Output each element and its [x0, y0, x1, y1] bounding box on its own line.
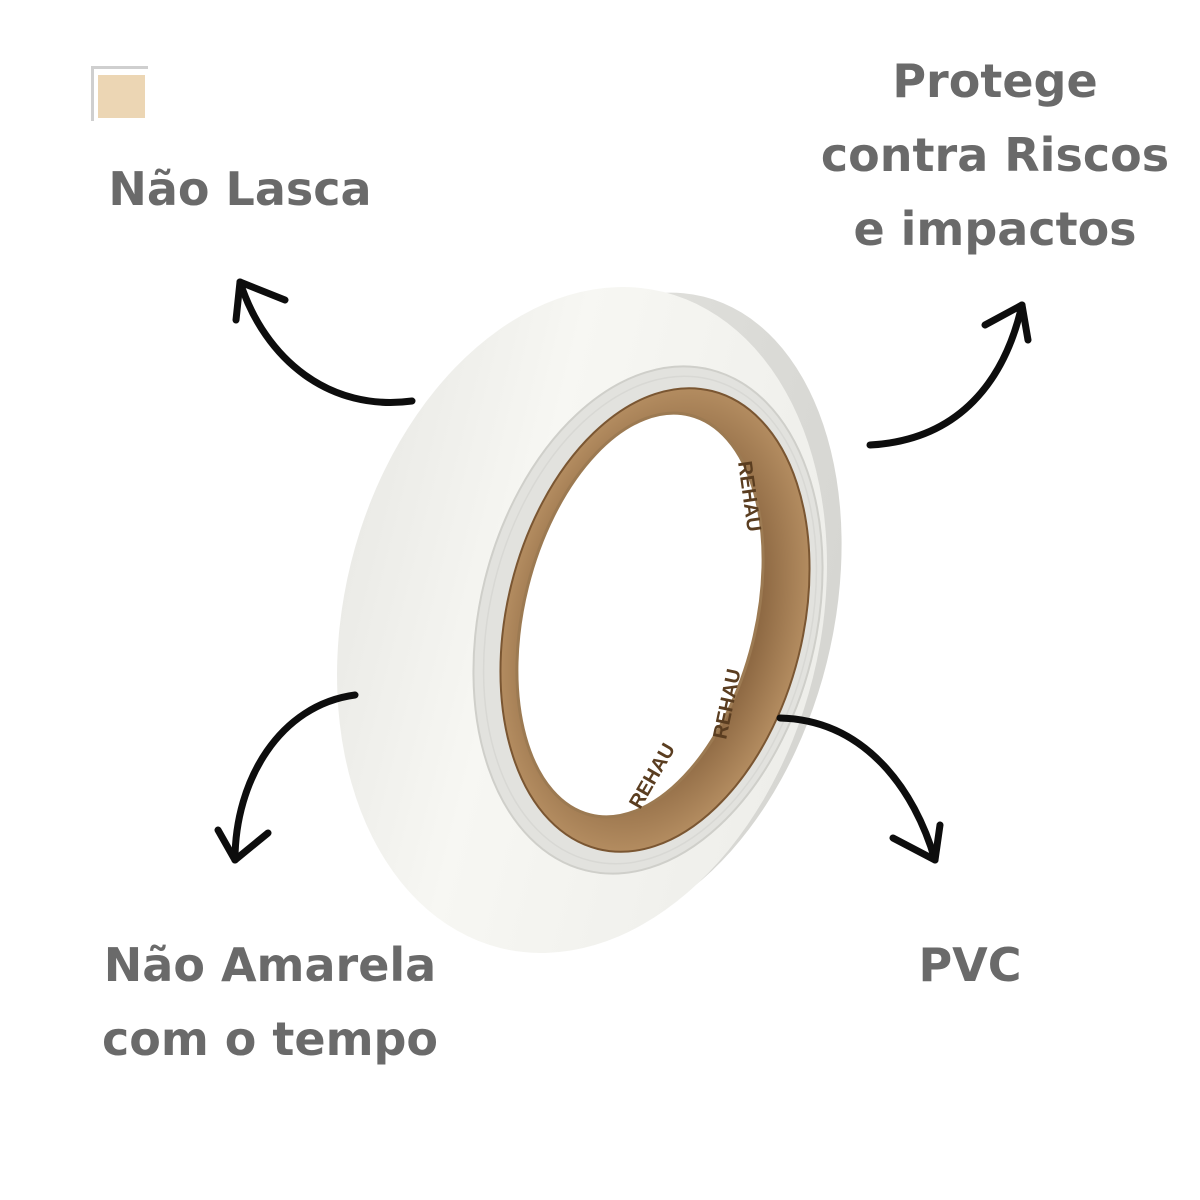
- swatch-fill: [98, 75, 145, 118]
- arrow-top-right: [866, 301, 1026, 449]
- color-swatch: [91, 66, 149, 122]
- feature-label-nao-lasca: Não Lasca: [60, 152, 420, 226]
- feature-text-line: Não Amarela: [103, 938, 437, 992]
- feature-text-line: contra Riscos: [820, 128, 1170, 182]
- swatch-outline: [91, 66, 148, 121]
- arrows: [214, 278, 1032, 864]
- feature-label-nao-amarela: Não Amarela com o tempo: [60, 928, 480, 1076]
- arrow-bottom-right: [776, 714, 939, 864]
- feature-text: PVC: [918, 938, 1022, 992]
- tape-roll: REHAU REHAU REHAU: [337, 287, 842, 953]
- arrowhead-top-right: [981, 301, 1032, 344]
- core-hole: [515, 411, 765, 819]
- feature-text-line: e impactos: [853, 202, 1137, 256]
- feature-text-line: Protege: [892, 54, 1098, 108]
- feature-label-protege: Protege contra Riscos e impactos: [790, 44, 1200, 266]
- arrowhead-top-left: [232, 278, 289, 324]
- arrow-top-left: [236, 278, 416, 406]
- feature-text: Não Lasca: [108, 162, 372, 216]
- arrowhead-bottom-left: [214, 826, 272, 864]
- arrow-bottom-left: [231, 691, 359, 864]
- arrowhead-bottom-right: [889, 821, 944, 864]
- feature-text-line: com o tempo: [101, 1012, 439, 1066]
- feature-label-pvc: PVC: [870, 928, 1070, 1002]
